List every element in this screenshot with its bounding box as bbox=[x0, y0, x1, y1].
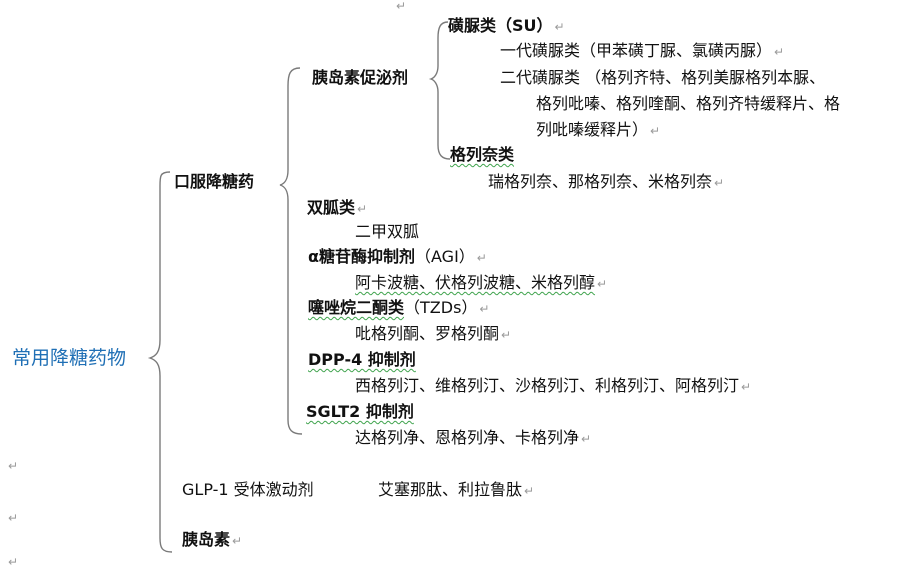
tzd-drugs: 吡格列酮、罗格列酮↵ bbox=[355, 324, 512, 343]
insulin-label: 胰岛素↵ bbox=[182, 530, 243, 549]
agi-drugs: 阿卡波糖、伏格列波糖、米格列醇↵ bbox=[355, 273, 608, 292]
glinides-drugs: 瑞格列奈、那格列奈、米格列奈↵ bbox=[488, 172, 725, 191]
glp1-label: GLP-1 受体激动剂 bbox=[182, 480, 314, 499]
biguanides-label: 双胍类↵ bbox=[307, 198, 368, 217]
secretagogues-label: 胰岛素促泌剂 bbox=[312, 68, 409, 87]
glp1-drugs: 艾塞那肽、利拉鲁肽↵ bbox=[378, 480, 535, 499]
paragraph-mark: ↵ bbox=[8, 511, 19, 525]
oral-brace bbox=[279, 67, 303, 435]
tzd-label: 噻唑烷二酮类（TZDs）↵ bbox=[308, 298, 490, 317]
sglt2-drugs: 达格列净、恩格列净、卡格列净↵ bbox=[355, 428, 592, 447]
agi-label: α糖苷酶抑制剂（AGI）↵ bbox=[308, 247, 487, 266]
sglt2-label: SGLT2 抑制剂 bbox=[306, 402, 414, 421]
paragraph-mark: ↵ bbox=[8, 555, 19, 569]
root-brace bbox=[147, 171, 173, 553]
su-gen1: 一代磺脲类（甲苯磺丁脲、氯磺丙脲）↵ bbox=[500, 41, 785, 60]
dpp4-label: DPP-4 抑制剂 bbox=[308, 350, 416, 369]
root-title: 常用降糖药物 bbox=[12, 347, 127, 369]
paragraph-mark: ↵ bbox=[396, 0, 407, 13]
dpp4-drugs: 西格列汀、维格列汀、沙格列汀、利格列汀、阿格列汀↵ bbox=[355, 376, 752, 395]
glinides-label: 格列奈类 bbox=[450, 145, 515, 164]
su-label: 磺脲类（SU）↵ bbox=[448, 16, 565, 35]
oral-drugs-label: 口服降糖药 bbox=[174, 172, 255, 191]
su-gen2-line2: 格列吡嗪、格列喹酮、格列齐特缓释片、格 bbox=[536, 94, 841, 113]
su-gen2-line3: 列吡嗪缓释片）↵ bbox=[536, 120, 661, 139]
paragraph-mark: ↵ bbox=[8, 459, 19, 473]
su-gen2-line1: 二代磺脲类 （格列齐特、格列美脲格列本脲、 bbox=[500, 68, 826, 87]
secretagogue-brace bbox=[428, 21, 451, 160]
biguanides-drugs: 二甲双胍 bbox=[355, 222, 420, 241]
